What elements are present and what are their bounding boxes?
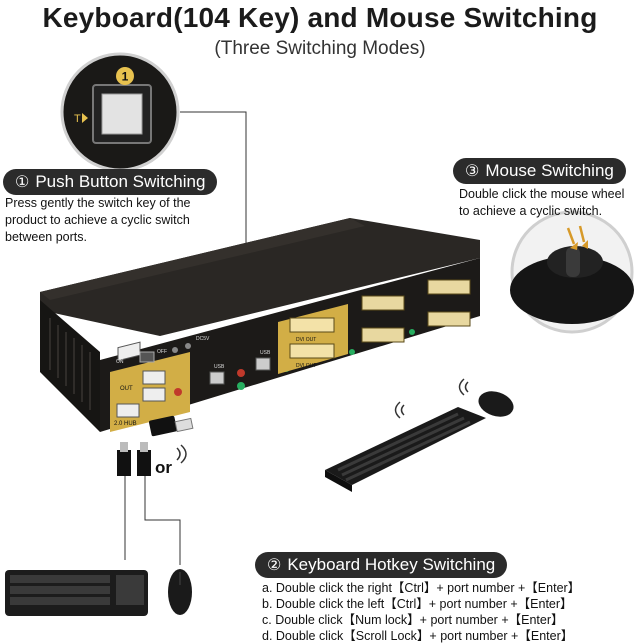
mode1-description: Press gently the switch key of the produ… bbox=[5, 195, 191, 246]
usb-label-2: USB bbox=[260, 350, 271, 356]
mode1-desc-line: product to achieve a cyclic switch bbox=[5, 213, 190, 227]
mode3-pill: ③ Mouse Switching bbox=[453, 158, 626, 184]
hotkey-step: c. Double click【Num lock】+ port number +… bbox=[262, 613, 564, 627]
usb-plugs bbox=[117, 442, 151, 476]
dc-label: DC5V bbox=[196, 336, 210, 342]
mode2-pill: ② Keyboard Hotkey Switching bbox=[255, 552, 508, 578]
wired-keyboard bbox=[5, 570, 148, 616]
mode3-desc-line: to achieve a cyclic switch. bbox=[459, 204, 603, 218]
wireless-mouse bbox=[478, 391, 514, 417]
mode1-label: Push Button Switching bbox=[35, 172, 206, 191]
wired-mouse bbox=[168, 569, 192, 615]
mode1-number: ① bbox=[15, 174, 30, 191]
push-button-zoom: 1 T bbox=[60, 52, 180, 172]
mode2-label: Keyboard Hotkey Switching bbox=[287, 555, 496, 574]
usb-label-1: USB bbox=[214, 364, 225, 370]
wireless-icon-2 bbox=[394, 401, 405, 419]
mode2-steps: a. Double click the right【Ctrl】+ port nu… bbox=[262, 580, 580, 644]
mode1-desc-line: Press gently the switch key of the bbox=[5, 196, 191, 210]
mode3-desc-line: Double click the mouse wheel bbox=[459, 187, 625, 201]
usb-hub-label: 2.0 HUB bbox=[114, 421, 137, 427]
dvi-out-label-2: DVI OUT bbox=[296, 363, 316, 369]
out-label: OUT bbox=[120, 386, 133, 392]
wireless-keyboard bbox=[325, 407, 486, 492]
page-title: Keyboard(104 Key) and Mouse Switching bbox=[42, 2, 598, 33]
kvm-switch-device: OUT 2.0 HUB ON OFF DC5V USB USB DVI OUT … bbox=[40, 218, 480, 432]
badge-number: 1 bbox=[122, 70, 129, 84]
or-label: or bbox=[155, 458, 172, 477]
hotkey-step: b. Double click the left【Ctrl】+ port num… bbox=[262, 597, 573, 611]
usb-dongle bbox=[148, 415, 194, 437]
wireless-icon-1 bbox=[176, 444, 187, 464]
mode3-number: ③ bbox=[465, 163, 480, 180]
mode3-description: Double click the mouse wheel to achieve … bbox=[459, 186, 624, 220]
dvi-out-label-1: DVI OUT bbox=[296, 337, 316, 343]
mode2-number: ② bbox=[267, 557, 282, 574]
mode1-desc-line: between ports. bbox=[5, 230, 87, 244]
mouse-wheel-zoom bbox=[510, 210, 634, 334]
mode3-label: Mouse Switching bbox=[485, 161, 614, 180]
off-label: OFF bbox=[157, 349, 167, 355]
page-subtitle: (Three Switching Modes) bbox=[214, 38, 426, 59]
on-label: ON bbox=[116, 359, 124, 365]
hotkey-step: a. Double click the right【Ctrl】+ port nu… bbox=[262, 581, 581, 595]
badge-t: T bbox=[74, 113, 81, 125]
wireless-icon-3 bbox=[458, 378, 469, 396]
hotkey-step: d. Double click【Scroll Lock】+ port numbe… bbox=[262, 629, 574, 643]
mode1-pill: ① Push Button Switching bbox=[3, 169, 218, 195]
